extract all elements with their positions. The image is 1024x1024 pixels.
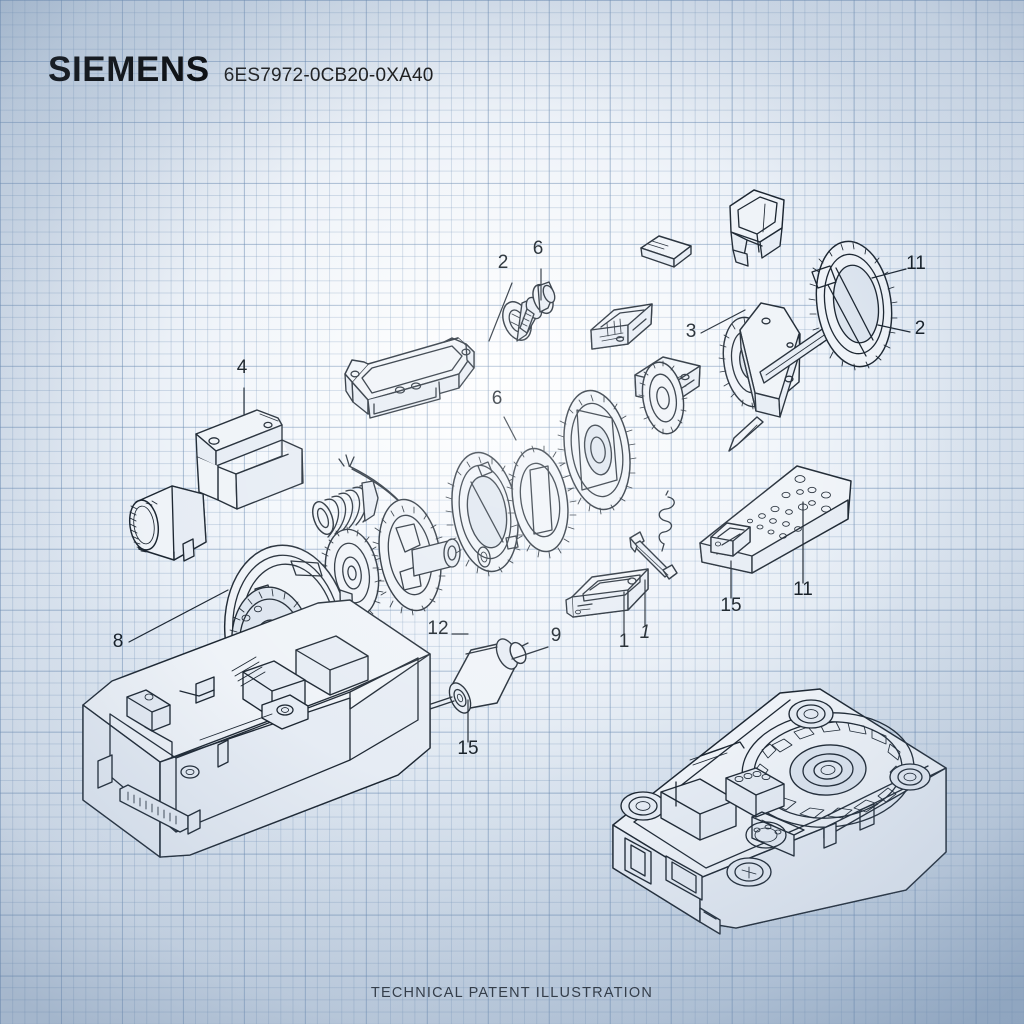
callout-leader-line — [503, 416, 517, 441]
part-gear-large-hub — [371, 498, 461, 616]
part-housing-base-left — [82, 599, 431, 858]
callout-11: 11 — [871, 253, 926, 279]
part-gear-large-upper — [557, 389, 637, 515]
part-connector-block-lower — [565, 568, 649, 618]
part-housing-assembled — [612, 688, 947, 935]
part-shaft-rod — [728, 416, 764, 452]
part-pinion-gear-stack — [638, 360, 688, 435]
part-pcb-plate — [699, 465, 852, 574]
callout-9: 9 — [511, 625, 562, 660]
callout-1: 1 — [640, 579, 651, 643]
part-hex-bolt — [519, 281, 556, 334]
callout-4: 4 — [237, 357, 248, 415]
callout-15: 15 — [720, 560, 742, 616]
callout-leader-line — [128, 589, 229, 643]
callout-6: 6 — [533, 238, 544, 301]
part-spring-sleeve — [312, 480, 379, 538]
callout-label: 11 — [906, 253, 926, 274]
part-socket-cup — [729, 189, 785, 267]
callout-label: 15 — [457, 738, 478, 759]
callout-1: 1 — [619, 591, 630, 652]
part-ring-gear-center — [445, 451, 525, 577]
callout-8: 8 — [113, 589, 229, 652]
brand-logo: SIEMENS — [48, 50, 210, 89]
part-number: 6ES7972-0CB20-0XA40 — [223, 65, 434, 86]
callout-2: 2 — [877, 318, 926, 339]
callout-leader-line — [871, 268, 907, 279]
callout-6: 6 — [492, 388, 517, 441]
callout-label: 2 — [498, 252, 509, 273]
footer-caption: TECHNICAL PATENT ILLUSTRATION — [370, 985, 654, 1001]
callout-11: 11 — [793, 501, 813, 600]
part-spur-gear-slot — [506, 445, 577, 559]
callout-label: 6 — [492, 388, 503, 409]
callout-label: 2 — [915, 318, 926, 339]
part-knurled-drum — [128, 485, 207, 562]
callout-label: 8 — [113, 631, 124, 652]
callout-label: 3 — [686, 321, 697, 342]
part-ring-gear-right — [808, 240, 898, 371]
part-mounting-frame — [344, 337, 475, 419]
callout-leader-line — [877, 324, 911, 333]
callout-3: 3 — [686, 309, 746, 342]
callout-label: 11 — [793, 579, 813, 600]
callout-label: 9 — [551, 625, 562, 646]
callout-15: 15 — [457, 699, 479, 759]
part-gear-with-carrier — [718, 302, 801, 418]
callout-label: 4 — [237, 357, 248, 378]
part-bracket-c-channel — [195, 409, 304, 510]
callout-label: 6 — [533, 238, 544, 259]
header: SIEMENS 6ES7972-0CB20-0XA40 — [48, 50, 434, 90]
callout-label: 1 — [640, 622, 651, 643]
callout-leader-line — [511, 646, 549, 660]
part-key-bar — [640, 235, 692, 268]
part-torsion-spring — [658, 490, 675, 552]
callout-leader-line — [488, 282, 513, 342]
part-connector-block-top — [590, 303, 653, 350]
callout-label: 12 — [427, 618, 448, 639]
callout-12: 12 — [427, 618, 469, 639]
part-pcb-connector — [710, 522, 751, 557]
part-lever-arm — [629, 531, 678, 580]
callout-label: 1 — [619, 631, 630, 652]
callout-label: 15 — [720, 595, 741, 616]
callout-2: 2 — [488, 252, 513, 342]
callout-leader-line — [700, 309, 746, 334]
